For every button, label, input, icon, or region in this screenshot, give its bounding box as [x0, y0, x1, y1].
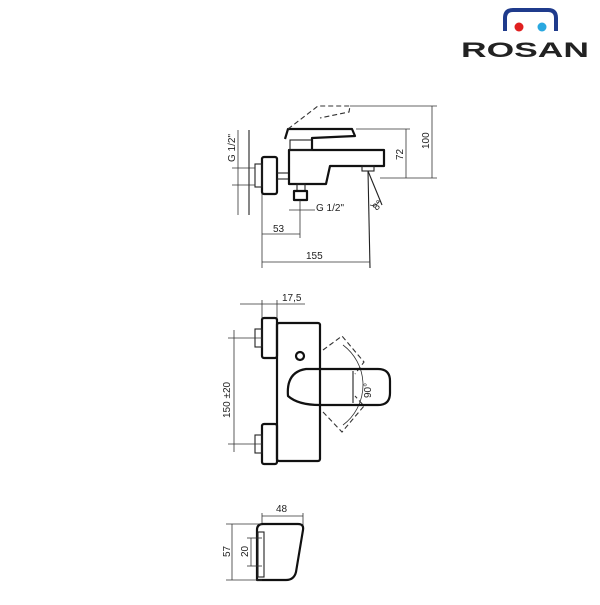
front-nut-top: [260, 316, 279, 360]
rotation-label: 90°: [363, 383, 374, 398]
thread-vertical-label: G 1/2": [227, 134, 238, 162]
logo-wordmark: ROSAN: [461, 39, 589, 62]
logo-arch-shape: [503, 8, 558, 31]
outlet-angle-line: [367, 170, 383, 206]
handle-detail-view: 48 57 20: [222, 504, 305, 582]
handle-profile: [255, 522, 305, 582]
handle-lever: [283, 127, 357, 150]
side-view: G 1/2" 72 100 G 1/2" 8° 53 155: [227, 105, 437, 269]
diverter-knob: [292, 189, 309, 202]
logo-red-dot: [514, 22, 524, 32]
wall-connector: [254, 163, 263, 188]
lever-raised-position: [287, 105, 351, 130]
handle-profile-inner: [257, 531, 265, 578]
angle-label: 8°: [371, 199, 386, 213]
dim-57-label: 57: [222, 545, 233, 557]
front-handle: [286, 367, 392, 407]
dim-150-label: 150 ±20: [222, 381, 233, 418]
front-nut-bottom: [260, 422, 279, 466]
dim-53-label: 53: [273, 224, 285, 235]
dim-20-label: 20: [240, 545, 251, 557]
outlet-axis-line: [367, 170, 371, 269]
dim-48-label: 48: [276, 504, 288, 515]
handle-cartridge: [289, 139, 313, 151]
lever-rotated-down: [322, 395, 365, 433]
dim-72-label: 72: [395, 148, 406, 160]
diverter-button: [294, 350, 306, 362]
front-body: [275, 321, 322, 463]
thread-horizontal-label: G 1/2": [316, 203, 344, 214]
dim-100-label: 100: [421, 132, 432, 149]
front-view: 17,5 90° 150 ±20: [222, 293, 392, 466]
logo-blue-dot: [537, 22, 547, 32]
dim-155-label: 155: [306, 251, 323, 262]
angle-arc: [369, 199, 381, 206]
wall-nut: [260, 155, 279, 196]
rotation-arc: [342, 344, 364, 426]
dim-17-5-label: 17,5: [282, 293, 302, 304]
faucet-body: [287, 148, 386, 186]
rosan-logo: ROSAN: [461, 8, 589, 62]
